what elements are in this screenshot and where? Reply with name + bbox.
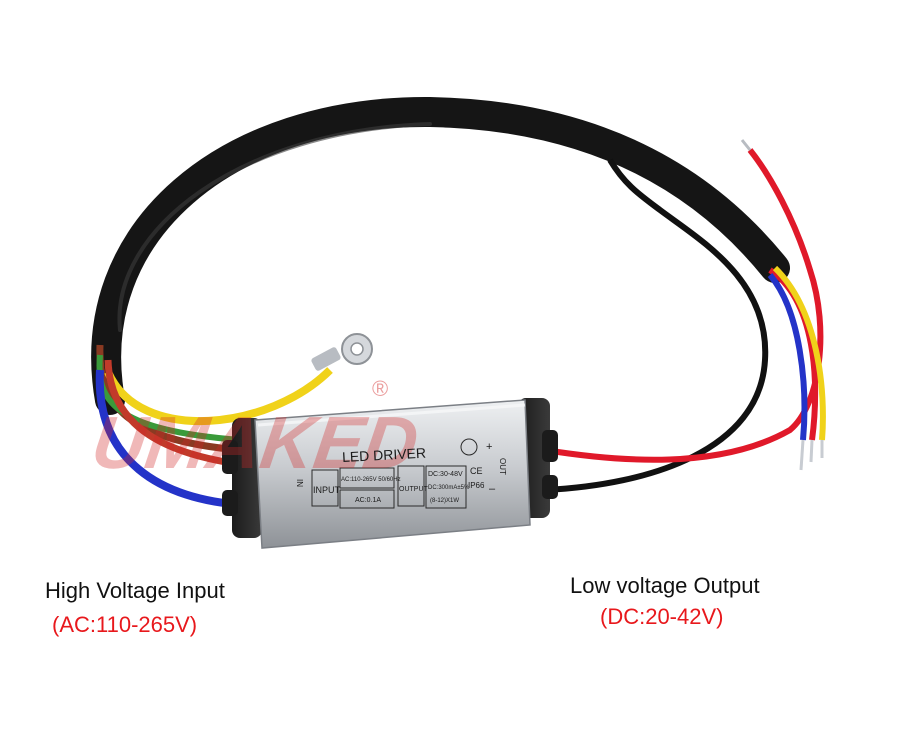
wire-yellow-ground	[104, 367, 333, 425]
wire-black-out	[544, 158, 769, 493]
ring-terminal-icon	[311, 333, 373, 371]
driver-ce-mark: CE	[470, 466, 483, 476]
watermark-text: UMAKED	[87, 401, 423, 484]
input-caption-title: High Voltage Input	[45, 578, 225, 603]
svg-text:+: +	[486, 441, 492, 453]
input-caption-range: (AC:110-265V)	[52, 612, 198, 637]
wire-yellow-bundle	[772, 265, 826, 441]
svg-text:–: –	[489, 483, 496, 495]
output-caption-title: Low voltage Output	[570, 573, 760, 598]
driver-ip-rating: IP66	[468, 481, 485, 490]
watermark-group: UMAKED ®	[87, 376, 423, 484]
driver-side-in: IN	[295, 479, 304, 487]
driver-input-current: AC:0.1A	[355, 497, 381, 504]
driver-output-spec-2: DC:300mA±5%	[428, 485, 470, 491]
driver-cap-left	[232, 418, 262, 538]
wire-blue-in	[95, 369, 246, 509]
black-cable-jacket	[91, 96, 790, 415]
wire-blue-bundle	[767, 273, 808, 441]
driver-side-out: OUT	[498, 458, 507, 475]
driver-input-spec: AC:110-265V 50/60Hz	[341, 477, 401, 483]
output-caption-range: (DC:20-42V)	[600, 604, 724, 629]
driver-input-heading: INPUT	[313, 485, 341, 495]
wire-red-in	[104, 359, 246, 469]
black-cable-highlight	[117, 122, 432, 332]
driver-label-panel	[311, 438, 478, 509]
watermark-mark: ®	[372, 376, 388, 401]
driver-output-spec-3: (8-12)X1W	[430, 498, 459, 504]
driver-case	[254, 399, 531, 549]
driver-output-spec-1: DC:30-48V	[428, 471, 463, 478]
driver-title: LED DRIVER	[342, 445, 427, 465]
driver-output-heading: OUTPUT	[399, 486, 429, 493]
